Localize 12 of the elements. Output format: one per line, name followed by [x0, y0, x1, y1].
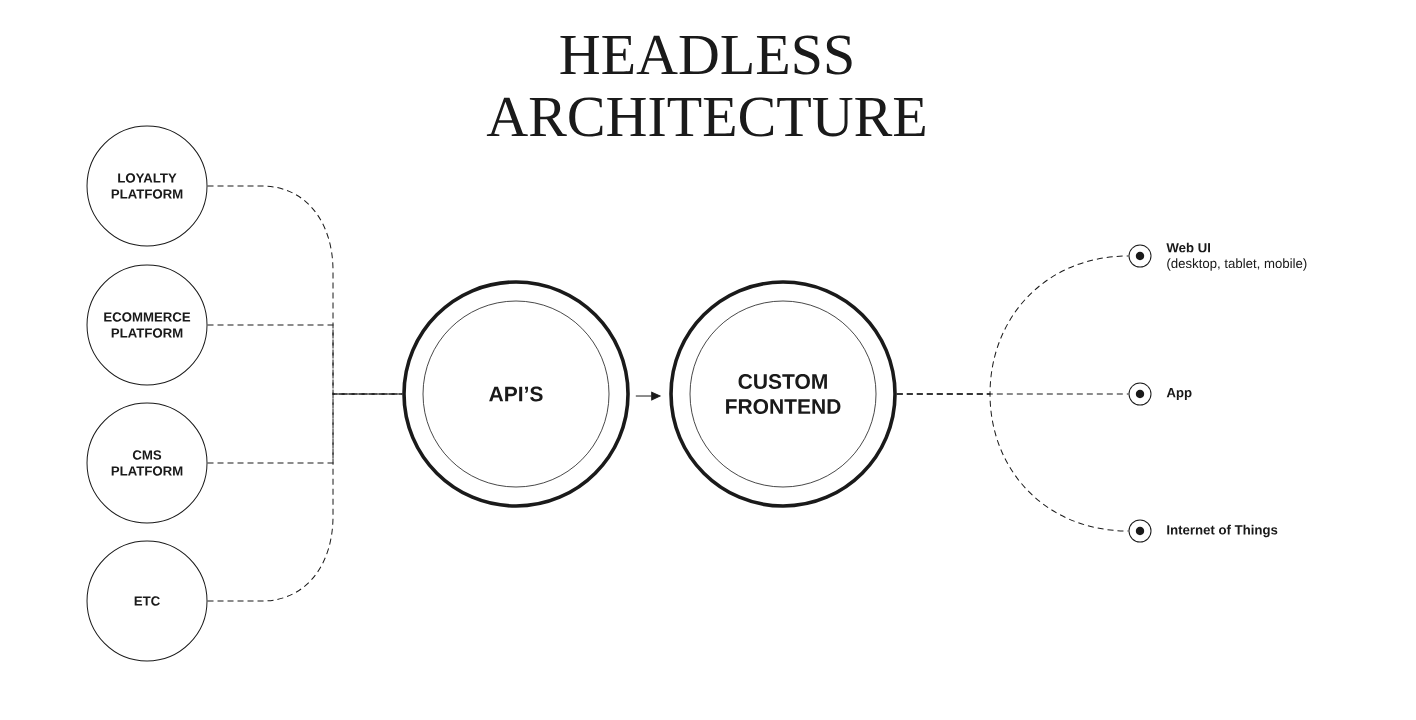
arrow: [635, 391, 661, 401]
connector-line: [896, 393, 1129, 532]
target-label: App: [1166, 388, 1192, 400]
target-icon: [1128, 244, 1152, 268]
connector-line: [207, 393, 403, 602]
target-label: (desktop, tablet, mobile): [1167, 258, 1307, 271]
target-icon: [1128, 382, 1152, 406]
target-icon: [1128, 519, 1152, 543]
connector-line: [207, 393, 403, 464]
target-label: Web UI: [1166, 242, 1210, 253]
target-label: Internet of Things: [1167, 524, 1278, 538]
title: HEADLESS ARCHITECTURE: [486, 35, 925, 137]
